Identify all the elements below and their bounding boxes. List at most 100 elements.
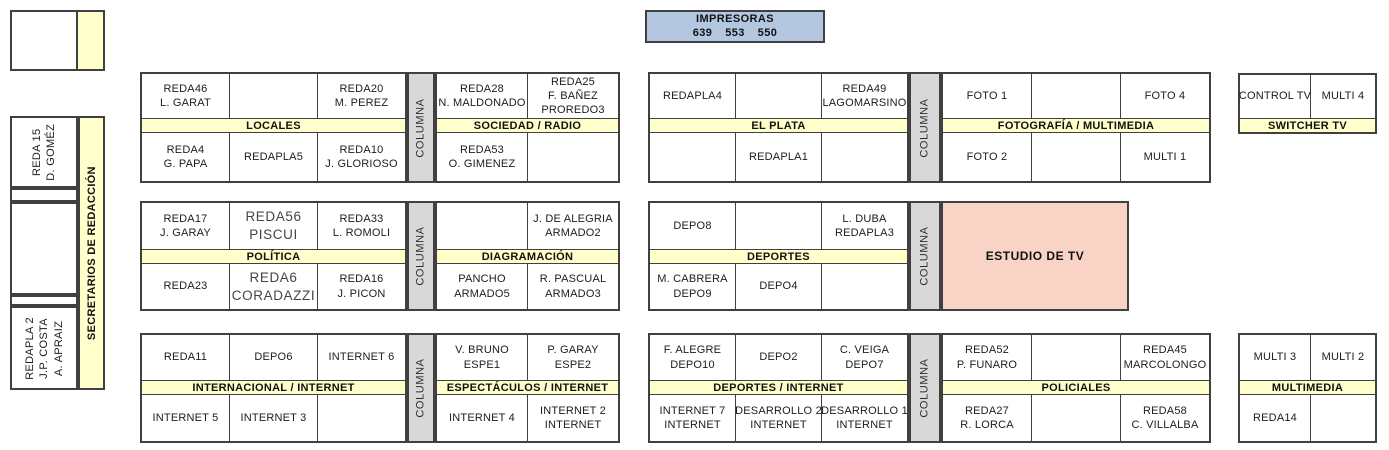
desk-cell-c-veiga: C. VEIGA DEPO7	[822, 335, 907, 380]
desk-cell-l-duba: L. DUBA REDAPLA3	[822, 203, 907, 249]
reda15-label: REDA 15 D. GOMÉZ	[30, 123, 57, 181]
estudio-de-tv-label: ESTUDIO DE TV	[985, 249, 1085, 263]
desk-cell-empty	[1032, 395, 1120, 441]
desk-cell-empty	[1032, 74, 1120, 118]
empty-box-2	[10, 202, 78, 295]
desk-cell-reda14: REDA14	[1240, 395, 1310, 441]
desk-cell-reda25: REDA25 F. BAÑEZ PROREDO3	[528, 74, 618, 118]
desk-cell-reda56: REDA56 PISCUI	[230, 203, 317, 249]
section-header-el-plata: EL PLATA	[650, 119, 907, 132]
top-left-room	[10, 10, 105, 71]
desk-cell-multi-4: MULTI 4	[1311, 75, 1375, 118]
section-header-internacional-internet: INTERNACIONAL / INTERNET	[142, 381, 405, 394]
desk-cell-empty	[528, 133, 618, 181]
desk-cell-r-pascual: R. PASCUAL ARMADO3	[528, 264, 618, 309]
desk-cell-reda45: REDA45 MARCOLONGO	[1121, 335, 1209, 380]
estudio-de-tv-box: ESTUDIO DE TV	[941, 201, 1129, 311]
desk-cell-reda4: REDA4 G. PAPA	[142, 133, 229, 181]
desk-cell-foto-1: FOTO 1	[943, 74, 1031, 118]
section-header-multimedia: MULTIMEDIA	[1240, 381, 1375, 394]
desk-cell-multi-1: MULTI 1	[1121, 133, 1209, 181]
redapla2-label: REDAPLA 2 J.P. COSTA A. APRAIZ	[23, 316, 65, 380]
top-left-room-white-area	[12, 12, 76, 69]
desk-cell-internet-5: INTERNET 5	[142, 395, 229, 441]
desk-cell-internet-7: INTERNET 7 INTERNET	[650, 395, 735, 441]
desk-cell-depo4: DEPO4	[736, 264, 821, 309]
secretarios-label: SECRETARIOS DE REDACCIÓN	[85, 166, 98, 340]
desk-cell-empty	[822, 264, 907, 309]
desk-cell-multi-2: MULTI 2	[1311, 335, 1375, 380]
columna-label: COLUMNA	[415, 226, 427, 286]
desk-cell-reda16: REDA16 J. PICON	[318, 264, 405, 309]
section-header-switcher-tv: SWITCHER TV	[1240, 119, 1375, 132]
desk-cell-internet-2: INTERNET 2 INTERNET	[528, 395, 618, 441]
desk-cell-foto-4: FOTO 4	[1121, 74, 1209, 118]
desk-cell-empty	[437, 203, 527, 249]
desk-cell-depo6: DEPO6	[230, 335, 317, 380]
desk-cell-control-tv: CONTROL TV	[1239, 75, 1311, 118]
desk-cell-reda17: REDA17 J. GARAY	[142, 203, 229, 249]
desk-cell-desarrollo-2: DESARROLLO 2 INTERNET	[735, 395, 822, 441]
desk-cell-reda6: REDA6 CORADAZZI	[230, 264, 317, 309]
section-header-fotograf-a-multimedia: FOTOGRAFÍA / MULTIMEDIA	[943, 119, 1209, 132]
desk-cell-internet-4: INTERNET 4	[437, 395, 527, 441]
printers-title: IMPRESORAS	[696, 12, 774, 25]
desk-cell-reda11: REDA11	[142, 335, 229, 380]
section-header-pol-tica: POLÍTICA	[142, 250, 405, 263]
columna-label: COLUMNA	[415, 358, 427, 418]
desk-cell-reda20: REDA20 M. PEREZ	[318, 74, 405, 118]
desk-cell-reda27: REDA27 R. LORCA	[943, 395, 1031, 441]
empty-box-1	[10, 188, 78, 202]
desk-cell-reda52: REDA52 P. FUNARO	[943, 335, 1031, 380]
columna-strip: COLUMNA	[407, 333, 435, 443]
columna-strip: COLUMNA	[909, 201, 941, 311]
desk-cell-empty	[1311, 395, 1375, 441]
desk-cell-empty	[1032, 133, 1120, 181]
desk-cell-redapla5: REDAPLA5	[230, 133, 317, 181]
desk-cell-desarrollo-1: DESARROLLO 1 INTERNET	[821, 395, 908, 441]
columna-strip: COLUMNA	[407, 72, 435, 183]
desk-cell-reda33: REDA33 L. ROMOLI	[318, 203, 405, 249]
desk-cell-multi-3: MULTI 3	[1240, 335, 1310, 380]
columna-strip: COLUMNA	[909, 333, 941, 443]
printers-box: IMPRESORAS 639 553 550	[645, 10, 825, 43]
top-left-room-yellow-area	[76, 12, 103, 69]
secretarios-strip: SECRETARIOS DE REDACCIÓN	[78, 116, 105, 390]
section-header-deportes-internet: DEPORTES / INTERNET	[650, 381, 907, 394]
empty-box-3	[10, 295, 78, 306]
desk-cell-reda53: REDA53 O. GIMENEZ	[437, 133, 527, 181]
section-header-policiales: POLICIALES	[943, 381, 1209, 394]
desk-cell-reda58: REDA58 C. VILLALBA	[1121, 395, 1209, 441]
desk-cell-redapla4: REDAPLA4	[650, 74, 735, 118]
desk-cell-j-de-alegria: J. DE ALEGRIA ARMADO2	[528, 203, 618, 249]
section-header-locales: LOCALES	[142, 119, 405, 132]
desk-cell-foto-2: FOTO 2	[943, 133, 1031, 181]
desk-cell-m-cabrera: M. CABRERA DEPO9	[650, 264, 735, 309]
desk-cell-empty	[1032, 335, 1120, 380]
desk-cell-f-alegre: F. ALEGRE DEPO10	[650, 335, 735, 380]
desk-cell-reda28: REDA28 N. MALDONADO	[437, 74, 527, 118]
desk-cell-reda10: REDA10 J. GLORIOSO	[318, 133, 405, 181]
desk-cell-v-bruno: V. BRUNO ESPE1	[437, 335, 527, 380]
desk-cell-empty	[318, 395, 405, 441]
desk-reda15: REDA 15 D. GOMÉZ	[10, 116, 78, 188]
desk-redapla2: REDAPLA 2 J.P. COSTA A. APRAIZ	[10, 306, 78, 390]
columna-label: COLUMNA	[919, 358, 931, 418]
desk-cell-depo2: DEPO2	[736, 335, 821, 380]
